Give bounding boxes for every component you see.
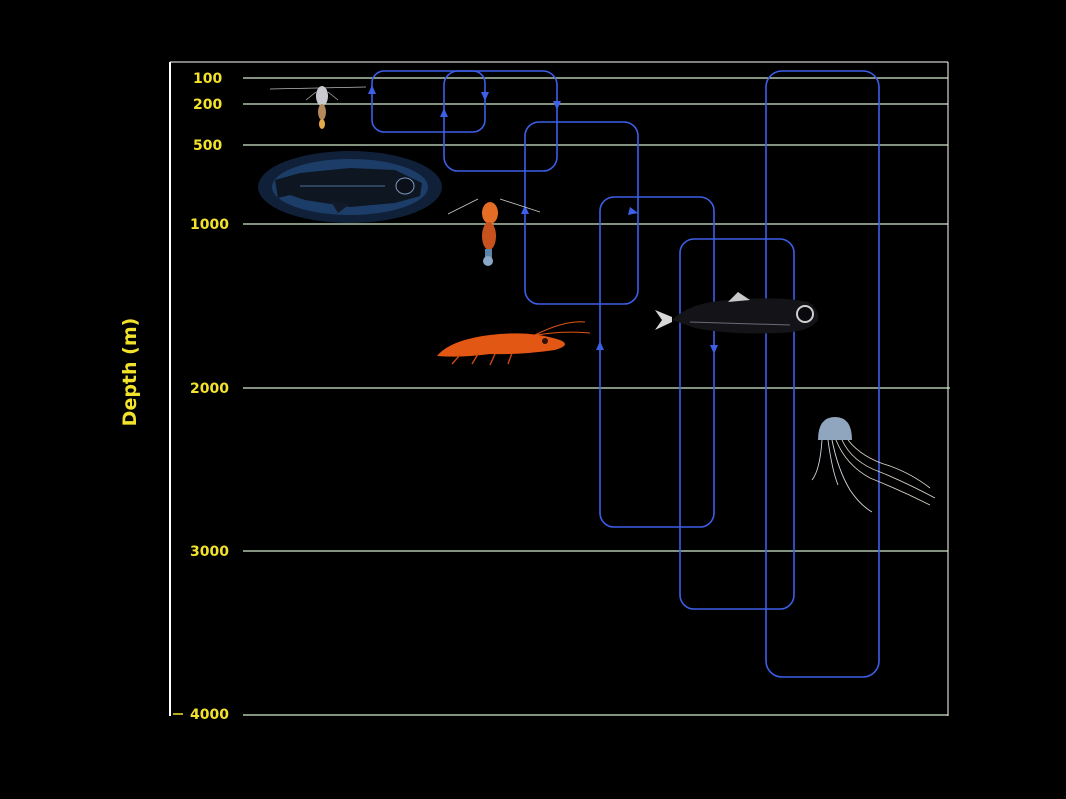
tick-label-2000: 2000 [190,381,229,397]
tick-label-500: 500 [193,138,222,154]
migration-loop [679,238,795,610]
copepod-red-icon [447,198,541,266]
tick-label-3000: 3000 [190,544,229,560]
arrow-down-icon [710,345,718,354]
shrimp-icon [437,321,591,366]
migration-loop [443,70,558,172]
migration-loop [765,70,880,678]
arrow-up-icon [596,341,604,350]
jellyfish-icon [811,417,936,513]
hatchetfish-icon [655,292,819,334]
plot-frame [169,61,949,716]
migration-loop [371,70,486,133]
bristlemouth-fish-icon [258,151,442,223]
arrow-up-icon [440,108,448,117]
copepod-icon [269,86,367,129]
gridlines [243,77,950,716]
migration-loop [599,196,715,528]
direction-arrows [368,85,718,354]
y-axis-label: Depth (m) [119,318,141,427]
arrow-down-icon [628,207,638,215]
organisms [258,86,936,513]
tick-label-4000: 4000 [190,707,229,723]
arrow-down-icon [553,101,561,110]
migration-loops [371,70,880,678]
arrow-up-icon [368,85,376,94]
tick-labels: 100 200 500 1000 2000 3000 4000 [173,71,229,723]
arrow-down-icon [481,92,489,101]
tick-label-100: 100 [193,71,222,87]
arrow-up-icon [521,205,529,214]
tick-label-200: 200 [193,97,222,113]
tick-label-1000: 1000 [190,217,229,233]
